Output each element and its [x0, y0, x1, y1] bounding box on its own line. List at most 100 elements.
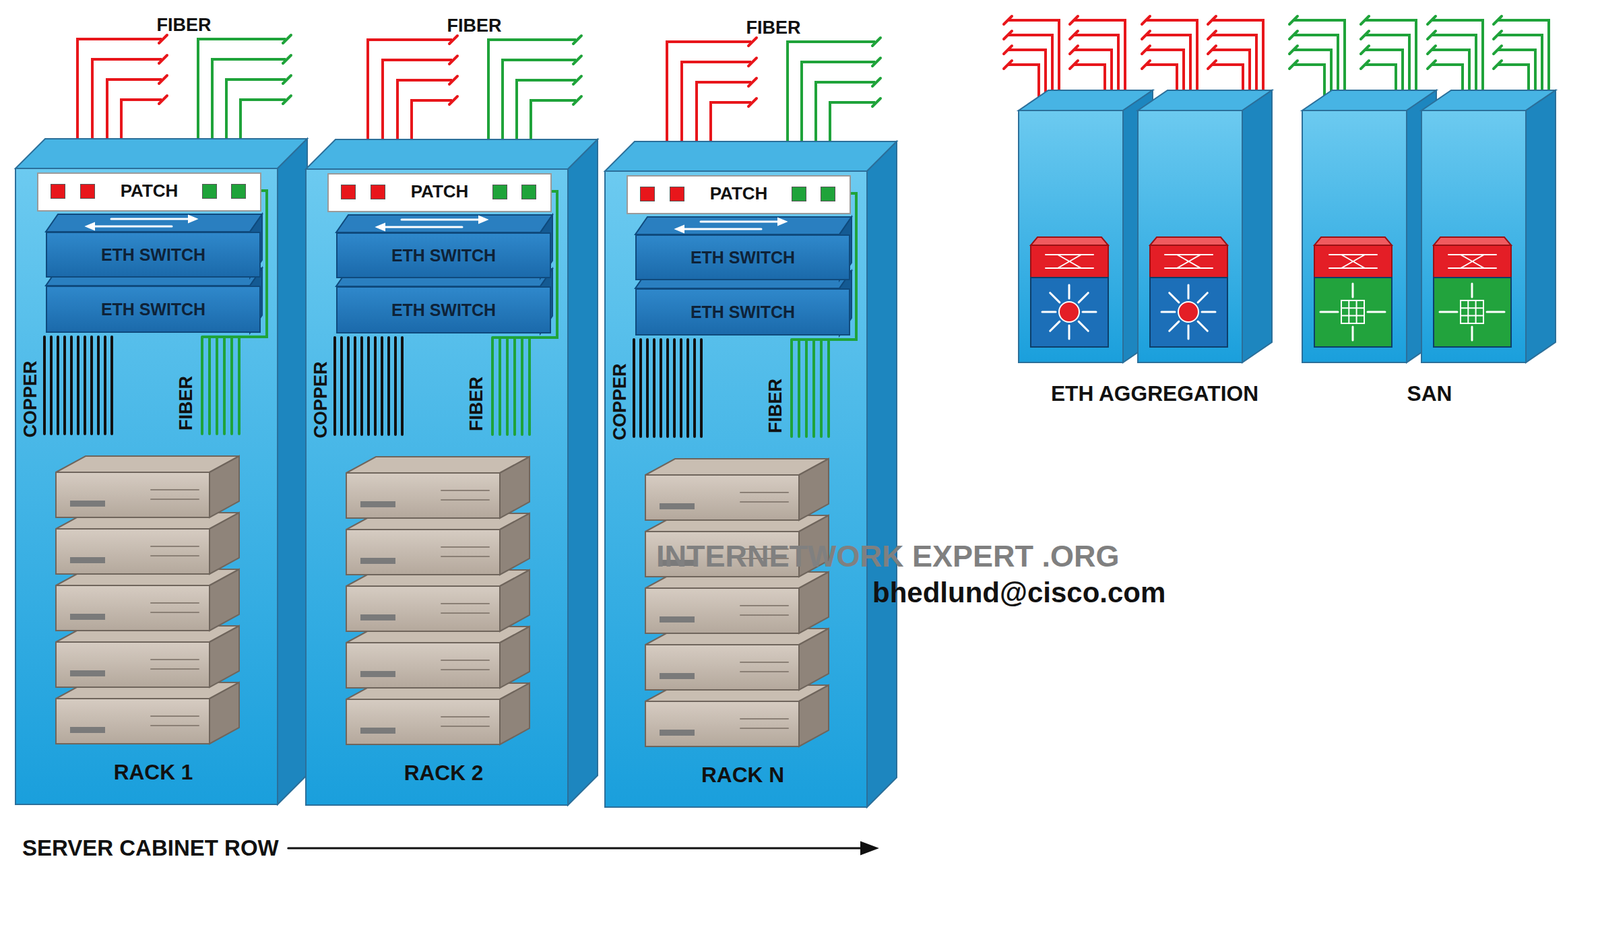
server-handle: [360, 501, 396, 508]
server-vent: [441, 499, 490, 501]
device-symbol: [1045, 267, 1094, 269]
server-side: [798, 628, 829, 690]
device-core: [1178, 301, 1199, 323]
server-handle: [360, 614, 396, 621]
fiber-end: [449, 35, 458, 44]
patch-port: [640, 186, 655, 202]
fiber-end: [1427, 16, 1436, 25]
server-side: [209, 456, 240, 518]
device-arrow: [1169, 321, 1179, 331]
device-grid: [1460, 315, 1484, 317]
fiber-end: [1207, 30, 1216, 40]
cabinet-side: [567, 139, 598, 806]
copper-cable: [70, 336, 73, 434]
node-text: ETH SWITCH: [337, 300, 550, 320]
copper-cable: [394, 337, 397, 435]
server-front: [346, 529, 500, 575]
server-vent: [150, 555, 199, 557]
patch-port: [820, 186, 836, 202]
device-symbol: [1329, 253, 1378, 256]
device-arrow: [1352, 283, 1355, 298]
device-arrow: [1161, 311, 1175, 314]
server-rack: RACK 2PATCHETH SWITCHETH SWITCH: [305, 169, 582, 806]
cabinet-front: [1137, 110, 1243, 363]
server-vent: [740, 491, 789, 494]
cabinet-group: SAN: [1288, 13, 1572, 406]
copper-cable: [693, 339, 696, 437]
device-arrow: [1078, 293, 1088, 303]
patch-panel: PATCH: [626, 175, 851, 215]
server-handle: [70, 670, 106, 677]
fiber-cable: [208, 336, 211, 434]
switch-top: [635, 216, 852, 235]
server-side: [499, 626, 530, 688]
server-side: [209, 625, 240, 688]
server-vent: [740, 501, 789, 503]
fiber-end: [1141, 16, 1150, 25]
fiber-cable: [819, 339, 823, 437]
cabinet-top: [604, 141, 897, 172]
fiber-end: [1069, 16, 1078, 25]
device-arrow: [1187, 325, 1190, 339]
fiber-end: [748, 98, 757, 107]
device-symbol: [1164, 267, 1213, 269]
fiber-end: [449, 96, 458, 105]
fiber-end: [1289, 45, 1298, 54]
device-symbol: [1448, 253, 1497, 256]
arrow-head: [860, 842, 878, 855]
cabinet-side: [867, 141, 897, 808]
server-vent: [150, 498, 199, 500]
cable-label: FIBER: [764, 378, 786, 434]
fiber-end: [1427, 60, 1436, 69]
device-body: [1030, 277, 1109, 347]
patch-port: [492, 184, 508, 200]
copper-cable: [646, 339, 649, 437]
device-body: [1433, 277, 1512, 347]
fiber-end: [872, 37, 881, 46]
eth-switch: ETH SWITCH: [336, 232, 552, 279]
server-handle: [70, 726, 106, 733]
cabinet-top: [305, 139, 598, 170]
device-arrow: [1352, 326, 1355, 341]
fiber-cable: [528, 337, 531, 435]
device-arrow: [1197, 321, 1208, 331]
arrow-head: [376, 223, 385, 231]
server-vent: [740, 727, 789, 729]
fiber-end: [449, 55, 458, 64]
fiber-end: [1207, 45, 1216, 54]
cabinet-front: [305, 169, 568, 806]
fiber-cable: [1007, 64, 1039, 103]
server-vent: [441, 725, 490, 727]
patch-port: [791, 186, 807, 202]
fiber-end: [1493, 16, 1502, 25]
copper-cable: [333, 337, 337, 435]
server-top: [346, 456, 530, 473]
copper-cable: [387, 337, 391, 435]
fiber-end: [1289, 60, 1298, 69]
fiber-end: [1003, 45, 1012, 54]
server-vent: [150, 715, 199, 717]
device-symbol: [1341, 254, 1365, 269]
fiber-end: [158, 35, 168, 44]
server-vent: [740, 614, 789, 616]
copper-cable: [639, 339, 643, 437]
server-side: [209, 512, 240, 574]
server-vent: [150, 668, 199, 670]
server-handle: [360, 557, 396, 564]
fiber-end: [573, 76, 582, 85]
fiber-cable: [215, 336, 219, 434]
copper-cable: [90, 336, 93, 434]
fiber-cable: [812, 339, 816, 437]
fiber-end: [1289, 16, 1298, 25]
fiber-end: [1427, 45, 1436, 54]
device-head: [1433, 245, 1512, 278]
eth-switch: ETH SWITCH: [336, 286, 552, 334]
server-front: [55, 472, 210, 518]
device-arrow: [1320, 311, 1338, 314]
device-arrow: [1068, 325, 1071, 339]
copper-cable: [353, 337, 357, 435]
fiber-end: [158, 55, 168, 64]
node-text: ETH SWITCH: [47, 299, 260, 320]
traffic-arrow: [683, 228, 762, 231]
patch-port: [521, 184, 537, 200]
